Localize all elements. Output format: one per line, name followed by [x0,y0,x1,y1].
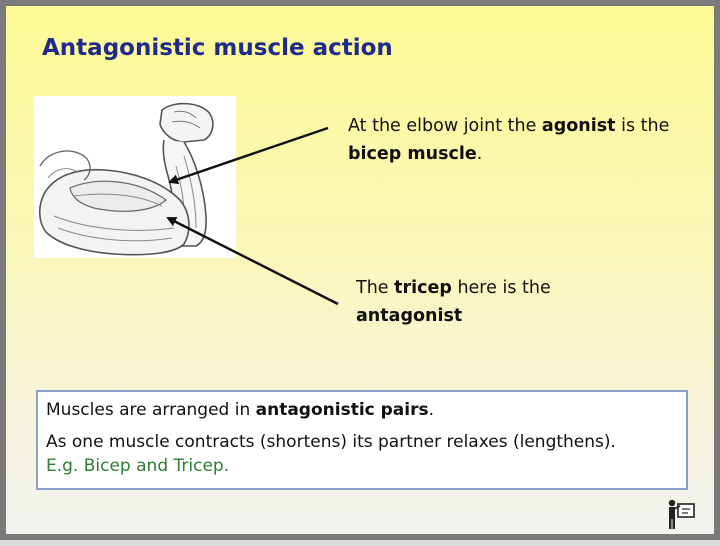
page-title: Antagonistic muscle action [42,35,393,61]
info-box: Muscles are arranged in antagonistic pai… [36,390,688,490]
bicep-term: bicep muscle [348,144,477,164]
info-line-pairs: Muscles are arranged in antagonistic pai… [46,400,435,420]
agonist-callout: At the elbow joint the agonist is the bi… [348,116,670,164]
info-line-contracts: As one muscle contracts (shortens) its p… [46,432,616,452]
antagonistic-pairs-term: antagonistic pairs [255,400,429,420]
flexed-arm-anatomy-icon [34,96,236,258]
antagonist-term: antagonist [356,306,463,326]
example-text: E.g. Bicep and Tricep. [46,456,230,476]
antagonist-callout: The tricep here is the antagonist [356,278,551,326]
presenter-board-icon[interactable] [666,498,696,530]
agonist-term: agonist [541,116,616,136]
tricep-term: tricep [394,278,452,298]
